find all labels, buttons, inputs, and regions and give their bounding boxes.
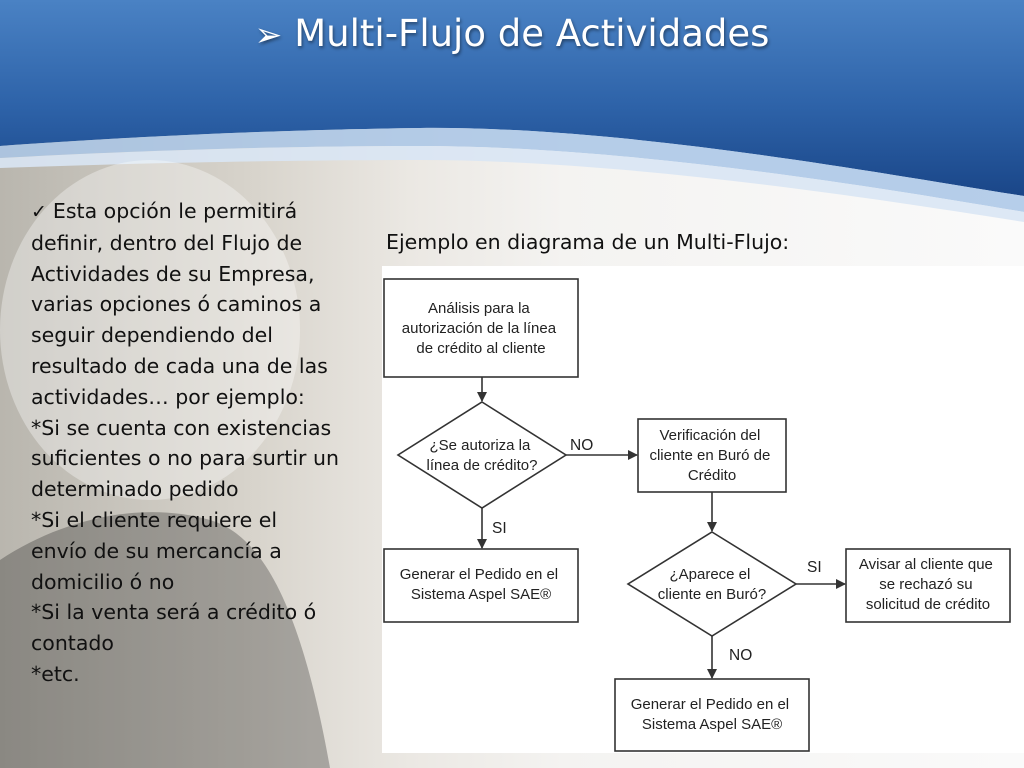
analysis-box [383,278,579,378]
notify-client-box [845,548,1011,623]
bureau-decision-diamond [626,531,798,637]
arrow-bullet-icon: ➢ [254,15,283,54]
verify-bureau-box [637,418,787,493]
text-line: envío de su mercancía a [31,538,282,563]
credit-decision-text: ¿Se autoriza la línea de crédito? [427,437,538,474]
text-line: definir, dentro del Flujo de [31,230,303,255]
text-line: *Si el cliente requiere el [31,507,278,532]
label-si-bureau: SI [807,559,822,576]
text-line: *Si se cuenta con existencias [31,415,332,440]
notify-client-text: Avisar al cliente que se rechazó su soli… [859,556,997,613]
text-line: suficientes o no para surtir un [31,446,339,471]
label-no-credit: NO [570,437,593,454]
order-1-text: Generar el Pedido en el Sistema Aspel SA… [400,566,563,603]
text-line: determinado pedido [31,477,239,502]
text-line: Actividades de su Empresa, [31,261,315,286]
text-line: ✓Esta opción le permitirá [31,199,298,223]
description-text: ✓Esta opción le permitirá definir, dentr… [31,196,349,690]
text-line: *Si la venta será a crédito ó [31,600,317,625]
text-line: varias opciones ó caminos a [31,292,322,317]
order-box-2 [614,678,810,752]
order-2-text: Generar el Pedido en el Sistema Aspel SA… [631,696,794,733]
bureau-decision-text: ¿Aparece el cliente en Buró? [658,566,766,603]
text-line: actividades… por ejemplo: [31,384,305,409]
slide-title: ➢ Multi-Flujo de Actividades [0,10,1024,59]
text-line: contado [31,631,114,656]
text-line: domicilio ó no [31,569,175,594]
flowchart: Análisis para la autorización de la líne… [383,278,1011,752]
slide-title-text: Multi-Flujo de Actividades [294,12,770,55]
flowchart-panel: Análisis para la autorización de la líne… [382,266,1024,753]
analysis-text: Análisis para la autorización de la líne… [402,300,560,357]
text-line: seguir dependiendo del [31,323,273,348]
text-line: resultado de cada una de las [31,353,328,378]
credit-decision-diamond [396,401,568,509]
verify-bureau-text: Verificación del cliente en Buró de Créd… [649,427,774,484]
text-line: *etc. [31,661,80,686]
order-box-1 [383,548,579,623]
label-si-credit: SI [492,520,507,537]
label-no-bureau: NO [729,647,752,664]
check-icon: ✓ [31,201,47,223]
diagram-caption: Ejemplo en diagrama de un Multi-Flujo: [386,230,790,254]
